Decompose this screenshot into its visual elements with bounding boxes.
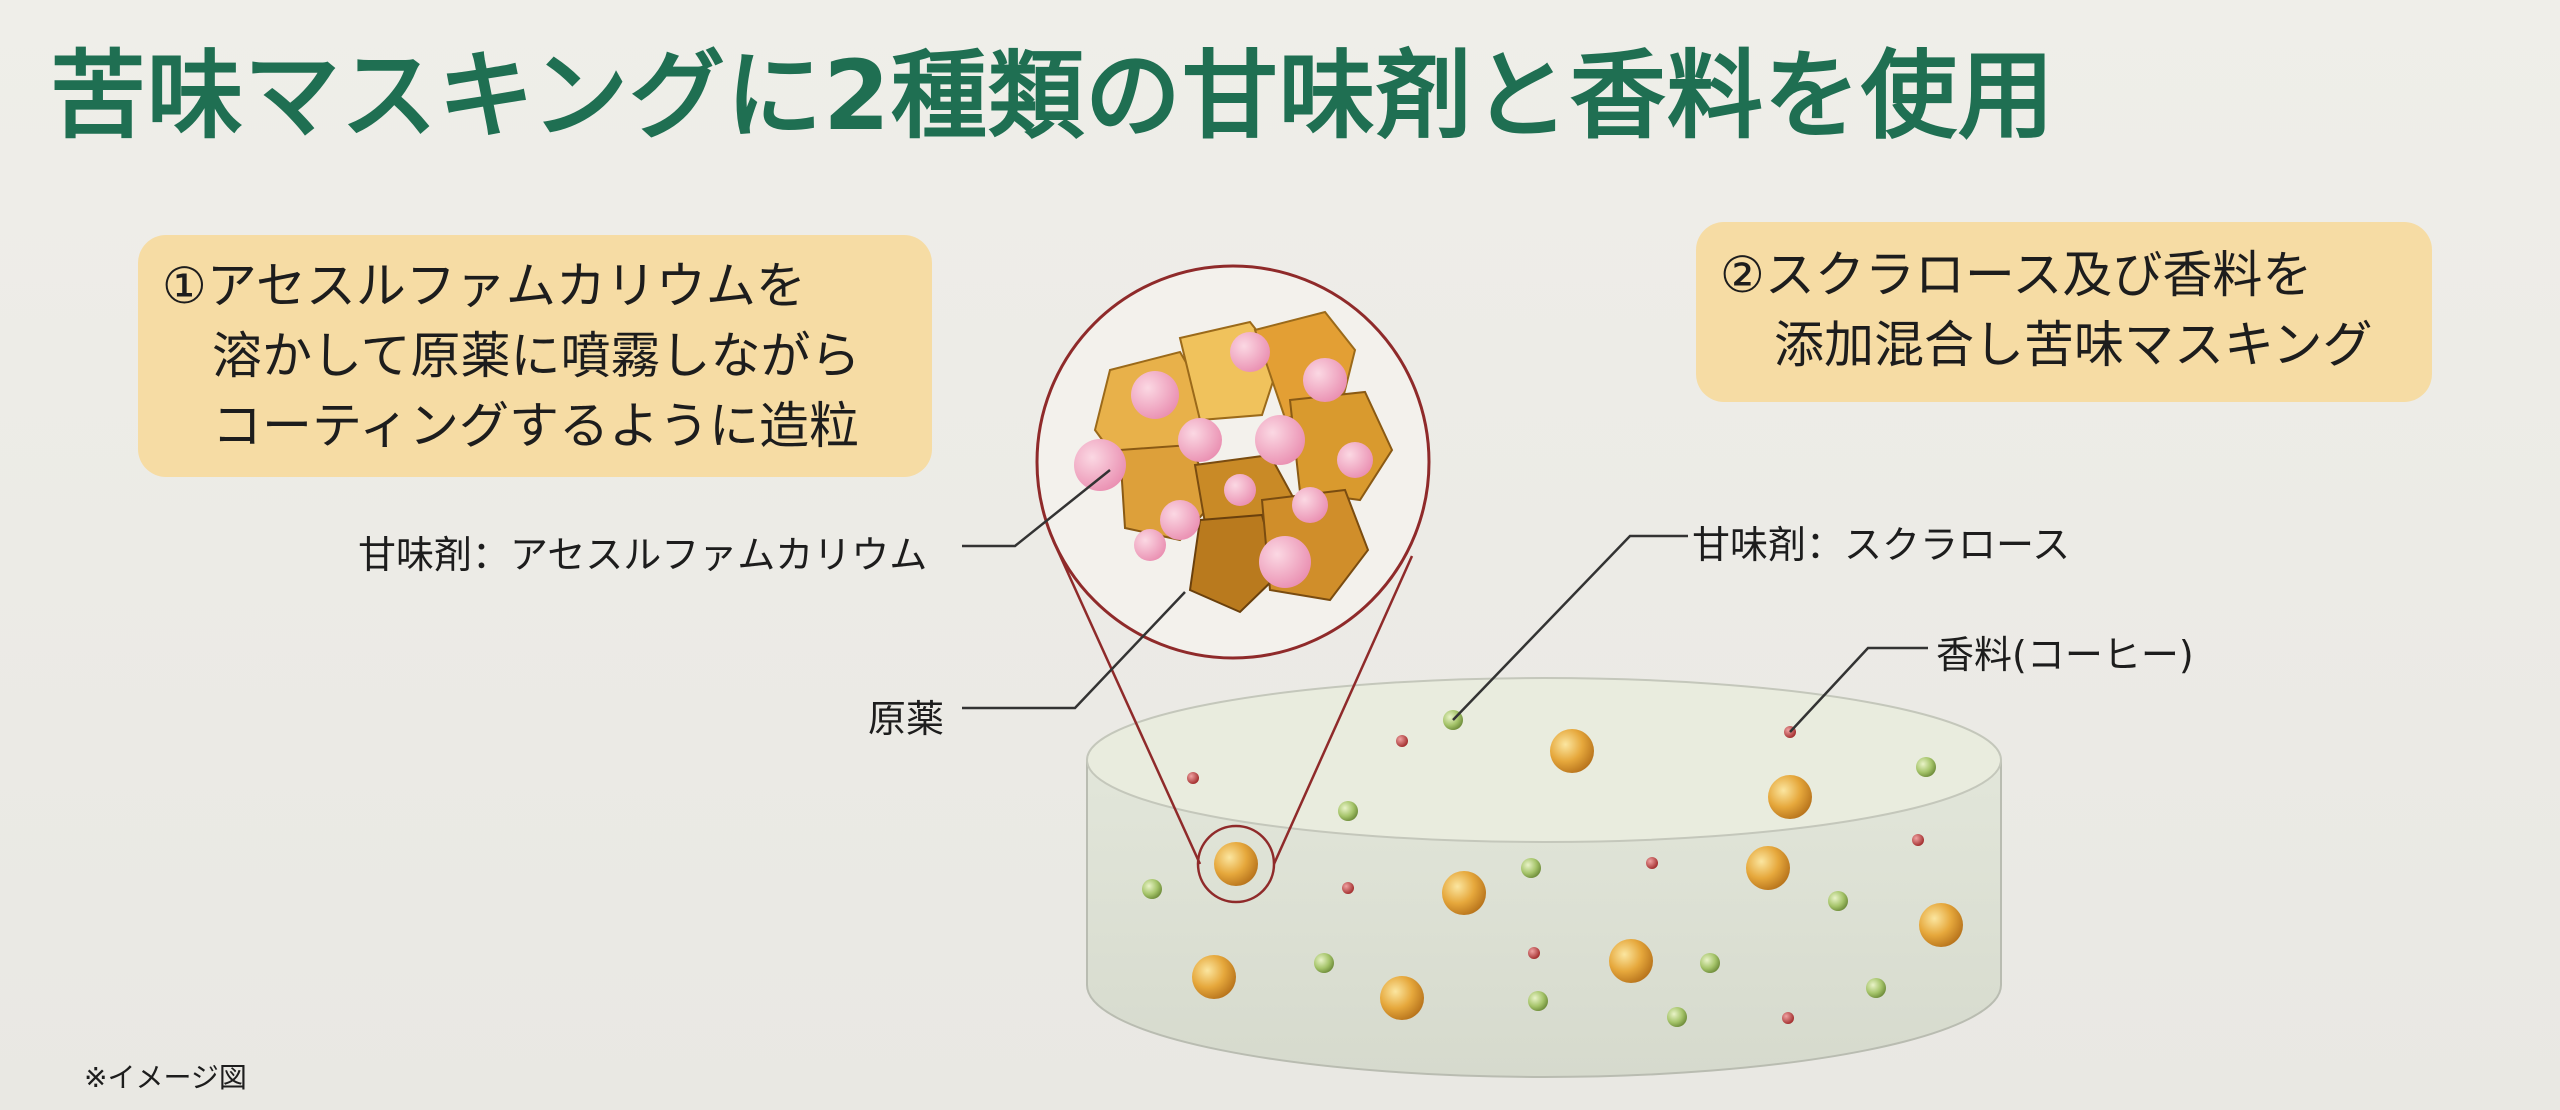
label-sucralose: 甘味剤：スクラロース — [1692, 523, 2071, 567]
step1-line-2: 溶かして原薬に噴霧しながら — [212, 327, 861, 385]
step1-number: ① — [162, 257, 207, 315]
leader-lines — [962, 469, 1928, 733]
label-drug: 原薬 — [868, 697, 945, 741]
granules — [1192, 729, 1963, 1020]
tablet — [1086, 677, 2002, 1078]
step1-line-3: コーティングするように造粒 — [212, 397, 859, 455]
step2-line-1: スクラロース及び香料を — [1764, 246, 2313, 304]
step2-box: ②スクラロース及び香料を 添加混合し苦味マスキング — [1696, 222, 2432, 402]
acesulfame-coating — [1074, 332, 1373, 588]
zoom-connector — [1051, 539, 1414, 865]
label-acesulfame: 甘味剤：アセスルファムカリウム — [358, 533, 928, 577]
page-title: 苦味マスキングに2種類の甘味剤と香料を使用 — [50, 40, 2055, 152]
sucralose-particles — [1142, 710, 1936, 1027]
image-note: ※イメージ図 — [84, 1061, 247, 1094]
zoom-circle — [1035, 264, 1431, 660]
step1-line-1: アセスルファムカリウムを — [206, 257, 806, 315]
step2-line-2: 添加混合し苦味マスキング — [1774, 316, 2373, 374]
step2-number: ② — [1720, 246, 1765, 304]
step1-box: ①アセスルファムカリウムを 溶かして原薬に噴霧しながら コーティングするように造… — [138, 235, 932, 477]
highlight-ring — [1196, 824, 1276, 904]
label-flavor: 香料(コーヒー) — [1936, 633, 2194, 677]
